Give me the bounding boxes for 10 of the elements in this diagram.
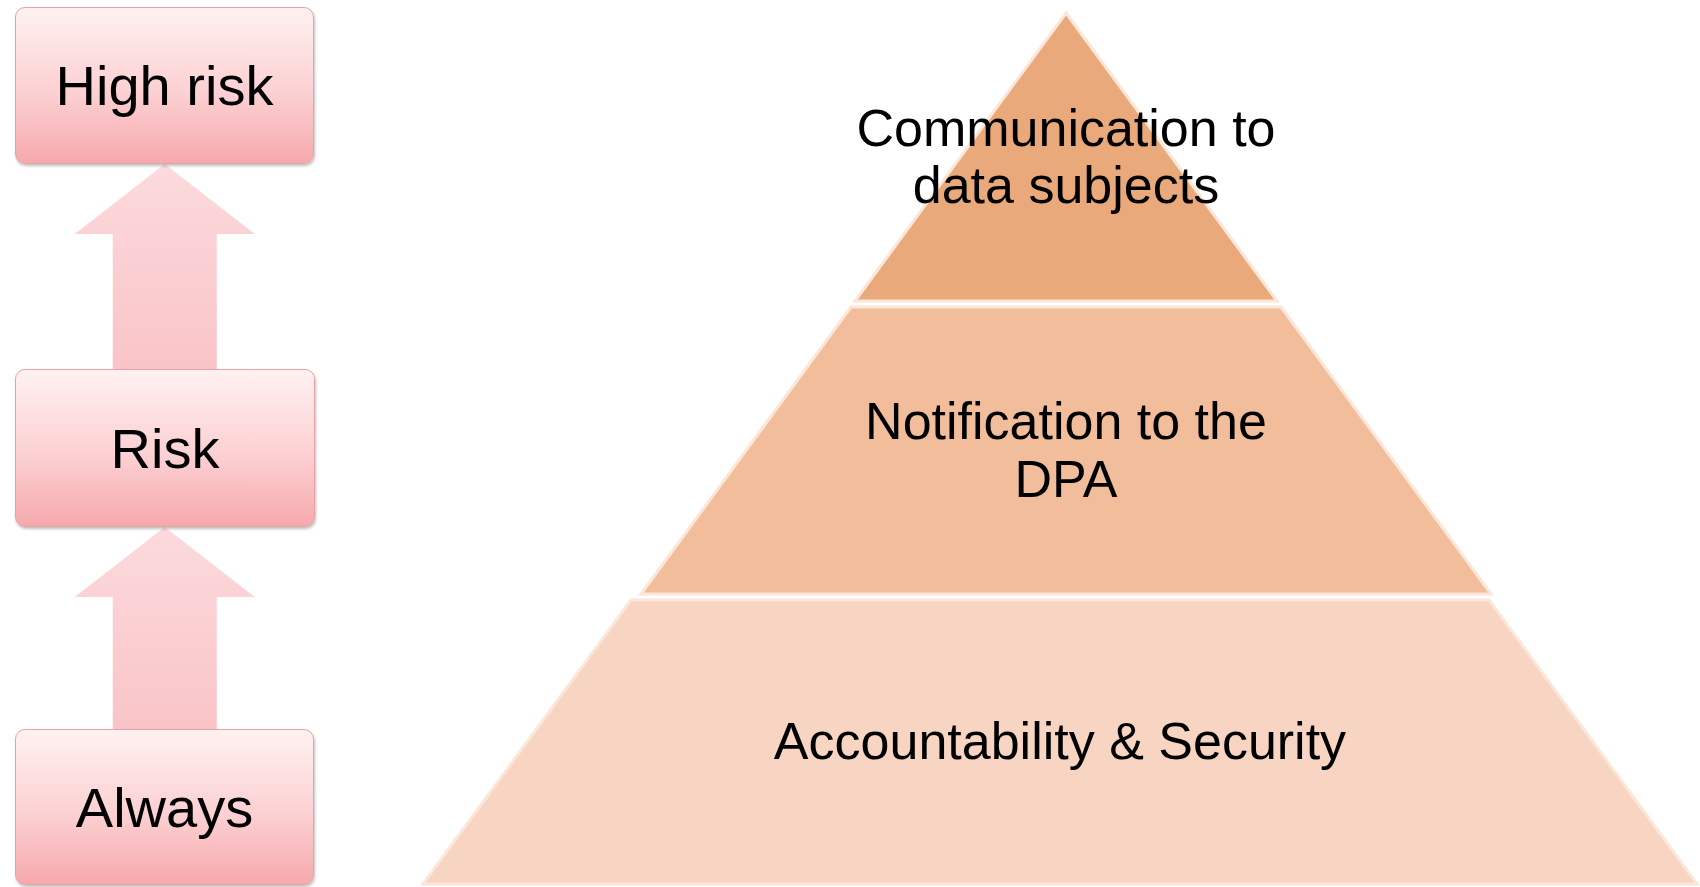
up-arrow — [74, 527, 255, 729]
level-box — [15, 369, 315, 527]
tier-label: Notification to the DPA — [864, 393, 1268, 508]
step-label: Always — [75, 774, 254, 840]
level-box — [15, 729, 314, 885]
tier-label: Accountability & Security — [773, 713, 1347, 771]
up-arrow — [74, 164, 255, 369]
step-label: High risk — [55, 53, 274, 118]
step-label: Risk — [110, 415, 220, 481]
level-box — [15, 7, 314, 164]
